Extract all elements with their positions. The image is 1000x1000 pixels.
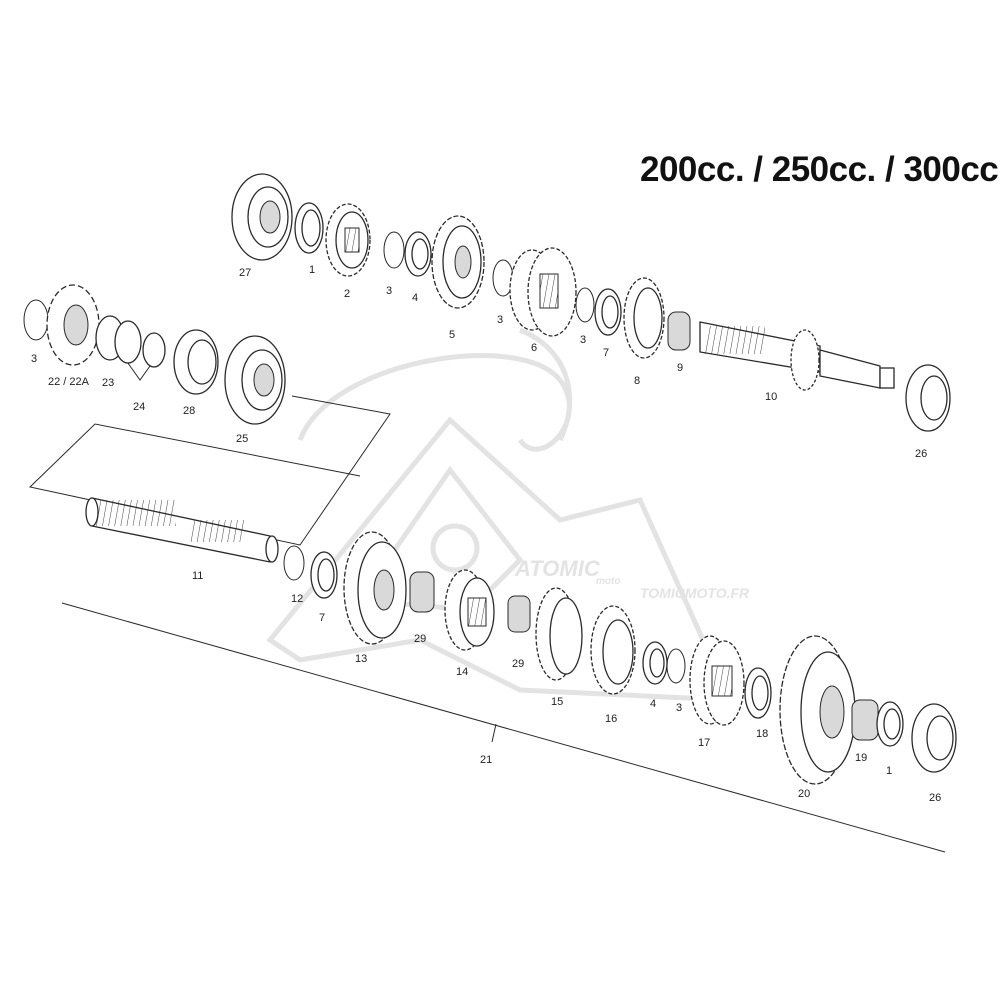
part-5-gear bbox=[431, 215, 485, 309]
part-25-bearing bbox=[224, 335, 286, 425]
callout-3: 3 bbox=[386, 285, 392, 297]
callout-3e: 3 bbox=[676, 702, 682, 714]
callout-12: 12 bbox=[291, 593, 303, 605]
callout-15: 15 bbox=[551, 696, 563, 708]
part-26-seal bbox=[911, 703, 957, 773]
callout-20: 20 bbox=[798, 788, 810, 800]
part-26-seal bbox=[905, 364, 951, 432]
part-4-washer bbox=[404, 231, 432, 277]
callout-7: 7 bbox=[603, 347, 609, 359]
callout-labels: 27 1 2 3 4 5 3 6 3 7 8 9 10 26 3 22 / 22… bbox=[31, 264, 941, 804]
callout-3b: 3 bbox=[497, 314, 503, 326]
engine-size-title: 200cc. / 250cc. / 300cc. bbox=[640, 150, 1000, 189]
callout-29: 29 bbox=[414, 633, 426, 645]
callout-11: 11 bbox=[192, 570, 203, 582]
callout-28: 28 bbox=[183, 405, 195, 417]
part-22-sprocket bbox=[46, 284, 100, 366]
part-13-gear bbox=[343, 531, 407, 645]
callout-1b: 1 bbox=[886, 765, 892, 777]
part-17-gear bbox=[689, 635, 745, 726]
callout-7b: 7 bbox=[319, 612, 325, 624]
part-1-washer bbox=[876, 701, 904, 747]
assembly-21-tick bbox=[491, 723, 497, 743]
part-11-shaft bbox=[85, 497, 279, 563]
part-18-washer bbox=[744, 667, 772, 719]
part-3-circlip bbox=[23, 299, 49, 341]
part-3-circlip bbox=[383, 231, 405, 269]
callout-26: 26 bbox=[915, 448, 927, 460]
part-28-seal bbox=[173, 329, 219, 395]
callout-1: 1 bbox=[309, 264, 315, 276]
callout-22-22a: 22 / 22A bbox=[48, 376, 90, 388]
part-19-needle-bearing bbox=[851, 699, 879, 741]
watermark-brand-sub: moto bbox=[596, 576, 620, 587]
sprocket-group bbox=[23, 284, 286, 425]
part-3-circlip bbox=[575, 287, 595, 323]
part-7-washer bbox=[310, 551, 338, 599]
part-1-washer bbox=[294, 202, 324, 254]
callout-5: 5 bbox=[449, 329, 455, 341]
part-9-needle-bearing bbox=[667, 311, 691, 351]
watermark-brand: ATOMIC bbox=[514, 556, 601, 581]
callout-3d: 3 bbox=[31, 353, 37, 365]
callout-9: 9 bbox=[677, 362, 683, 374]
callout-29b: 29 bbox=[512, 658, 524, 670]
part-14-gear bbox=[444, 569, 495, 651]
lower-shaft-group bbox=[85, 497, 957, 785]
callout-21: 21 bbox=[480, 754, 492, 766]
callout-23: 23 bbox=[102, 377, 114, 389]
part-8-gear bbox=[623, 277, 665, 359]
callout-13: 13 bbox=[355, 653, 367, 665]
watermark-site: TOMICMOTO.FR bbox=[640, 585, 750, 601]
part-29-needle-bearing bbox=[507, 595, 531, 633]
part-29-needle-bearing bbox=[409, 571, 435, 613]
part-6-gear bbox=[509, 247, 577, 337]
part-27-bearing bbox=[231, 173, 293, 261]
part-3-circlip bbox=[666, 648, 686, 684]
assembly-21-line bbox=[61, 602, 946, 853]
callout-18: 18 bbox=[756, 728, 768, 740]
callout-10: 10 bbox=[765, 391, 777, 403]
callout-2: 2 bbox=[344, 288, 350, 300]
callout-25: 25 bbox=[236, 433, 248, 445]
part-15-gear bbox=[535, 587, 583, 681]
part-23-spacer bbox=[95, 315, 142, 364]
part-20-gear bbox=[779, 635, 856, 785]
callout-4: 4 bbox=[412, 292, 418, 304]
callout-26b: 26 bbox=[929, 792, 941, 804]
callout-16: 16 bbox=[605, 713, 617, 725]
callout-3c: 3 bbox=[580, 334, 586, 346]
part-2-gear bbox=[325, 203, 371, 277]
callout-24: 24 bbox=[133, 401, 145, 413]
part-7-washer bbox=[594, 288, 622, 336]
callout-14: 14 bbox=[456, 666, 468, 678]
part-4-washer bbox=[642, 641, 668, 685]
part-12-circlip bbox=[283, 545, 305, 581]
callout-17: 17 bbox=[698, 737, 710, 749]
part-10-shaft bbox=[699, 321, 895, 391]
part-24-oring bbox=[142, 332, 166, 368]
upper-shaft-group bbox=[231, 173, 951, 432]
callout-19: 19 bbox=[855, 752, 867, 764]
callout-8: 8 bbox=[634, 375, 640, 387]
watermark-logo: ATOMIC moto TOMICMOTO.FR bbox=[266, 327, 750, 703]
callout-27: 27 bbox=[239, 267, 251, 279]
callout-6: 6 bbox=[531, 342, 537, 354]
callout-4b: 4 bbox=[650, 698, 656, 710]
part-16-gear bbox=[590, 605, 636, 695]
